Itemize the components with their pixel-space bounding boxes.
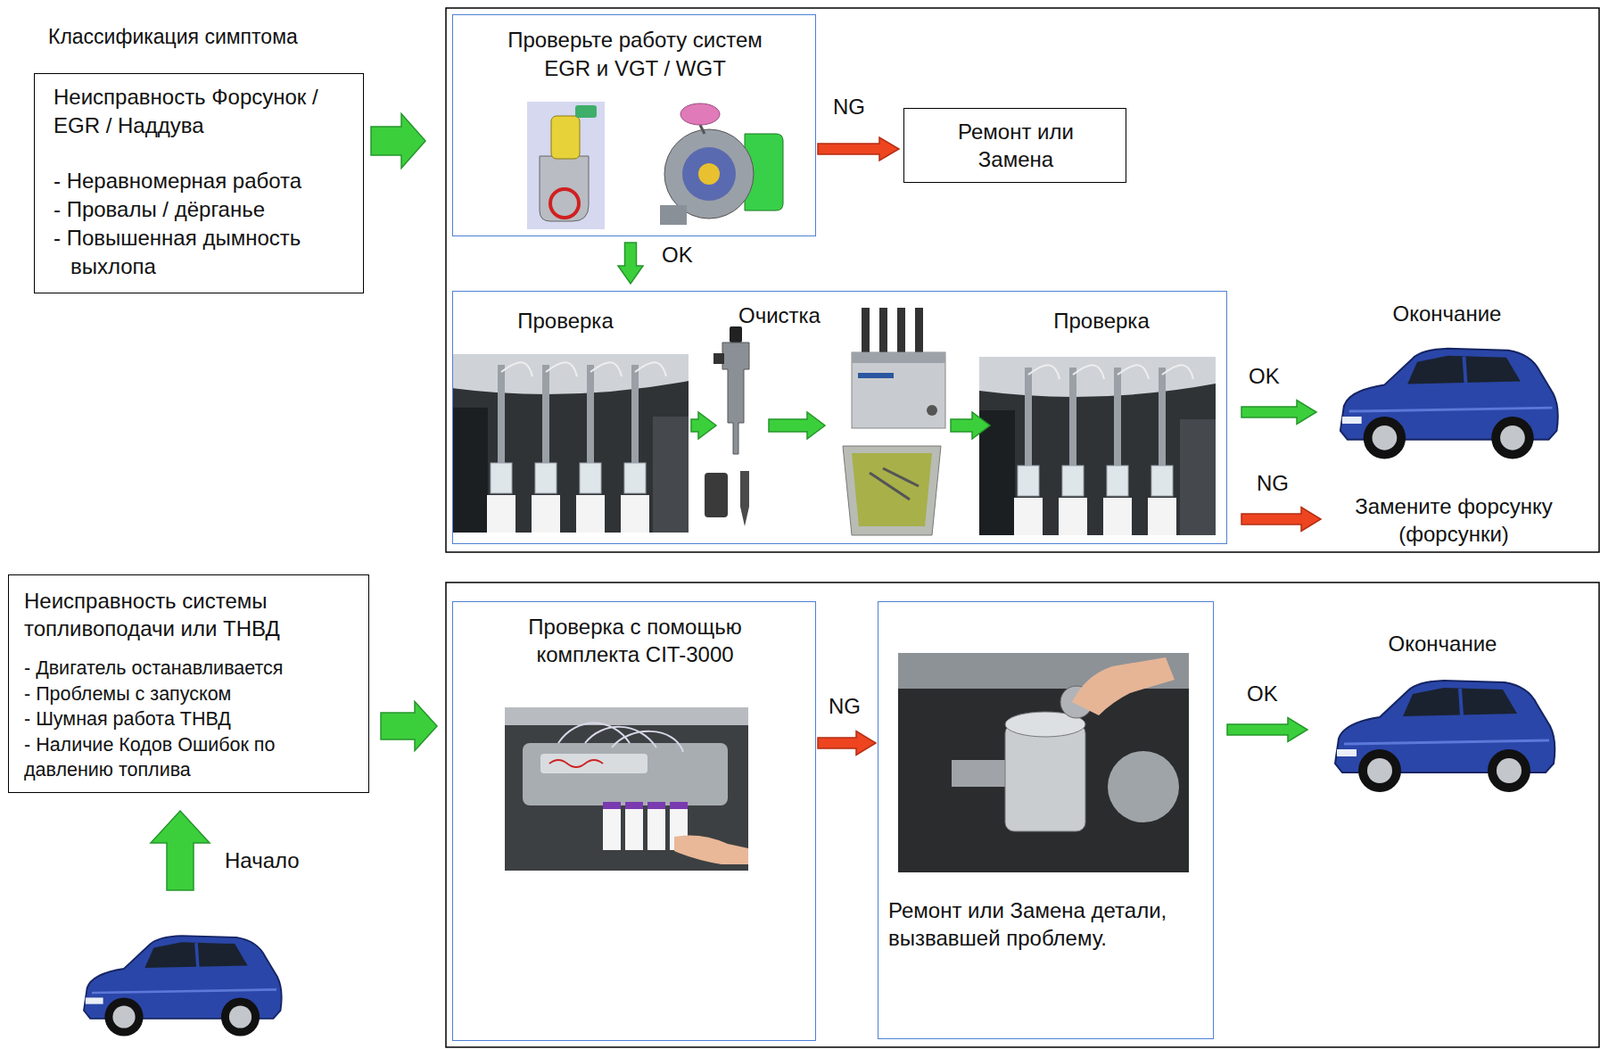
symptom-item: - Наличие Кодов Ошибок по давлению топли… [24, 732, 360, 784]
edge-label: NG [1254, 470, 1291, 496]
step-arrow [691, 412, 990, 439]
text-node: Замените форсунку (форсунки) [1337, 488, 1570, 552]
box-text: Проверка [1012, 307, 1191, 335]
turbocharger-picture [659, 103, 784, 225]
car-picture [1335, 680, 1555, 792]
process-box: Ремонт или Замена [903, 107, 1127, 183]
section-frame [445, 8, 1600, 553]
box-text: Очистка [690, 302, 869, 330]
injector-test-photo [979, 356, 1216, 536]
process-box: Неисправность Форсунок / EGR / Наддува - … [33, 73, 364, 294]
box-text: Ремонт или Замена [948, 117, 1083, 174]
free-label: Начало [224, 847, 300, 875]
edge-label: OK [1246, 363, 1282, 389]
ng-arrow [817, 137, 899, 161]
car-picture [1340, 348, 1559, 460]
process-box: Проверка с помощью комплекта CIT-3000 [452, 601, 817, 1041]
injector-test-photo [452, 354, 689, 533]
egr-valve-picture [527, 101, 605, 230]
car-picture [83, 935, 282, 1037]
box-heading: Неисправность системы топливоподачи или … [24, 586, 360, 643]
ng-arrow [817, 731, 876, 756]
edge-label: OK [1245, 681, 1280, 707]
box-text: Замените форсунку (форсунки) [1342, 492, 1566, 548]
ok-arrow [380, 701, 438, 751]
process-box: Неисправность системы топливоподачи или … [8, 574, 370, 793]
text-node: Окончание [1328, 298, 1566, 473]
process-box: Ремонт или Замена детали, вызвавшей проб… [877, 601, 1214, 1040]
symptom-item: - Неравномерная работа [53, 166, 355, 196]
text-node: Окончание [1324, 628, 1561, 803]
section-frame [445, 582, 1600, 1048]
ok-arrow [371, 114, 426, 169]
symptom-item: - Провалы / дёрганье [53, 195, 355, 224]
box-heading: Неисправность Форсунок / EGR / Наддува [53, 82, 355, 141]
edge-label: NG [831, 94, 867, 120]
ok-arrow [1227, 717, 1308, 743]
box-text: Ремонт или Замена детали, вызвавшей проб… [888, 896, 1205, 952]
ng-arrow [1241, 507, 1321, 532]
edge-label: NG [826, 693, 863, 719]
box-text: Проверка [476, 307, 655, 335]
box-text: Окончание [1328, 300, 1566, 328]
symptom-item: - Двигатель останавливается [24, 655, 360, 682]
box-text: Окончание [1324, 630, 1561, 658]
ok-arrow [1241, 400, 1317, 425]
start-arrow [150, 810, 210, 891]
box-text: Проверьте работу систем EGR и VGT / WGT [492, 25, 778, 83]
edge-label: OK [659, 242, 695, 268]
ok-arrow [618, 242, 644, 284]
symptom-item: - Шумная работа ТНВД [24, 706, 360, 733]
free-label: Классификация симптома [48, 23, 298, 50]
symptom-item: - Проблемы с запуском [24, 681, 360, 708]
process-box: Проверьте работу систем EGR и VGT / WGT [452, 14, 817, 237]
symptom-item: - Повышенная дымность выхлопа [53, 223, 355, 281]
cit-kit-photo [504, 707, 749, 871]
ultrasonic-cleaner-picture [842, 307, 946, 536]
box-text: Проверка с помощью комплекта CIT-3000 [505, 612, 765, 669]
process-box: Проверка Очистка Проверка [452, 290, 1228, 545]
fuel-pump-photo [898, 652, 1189, 873]
